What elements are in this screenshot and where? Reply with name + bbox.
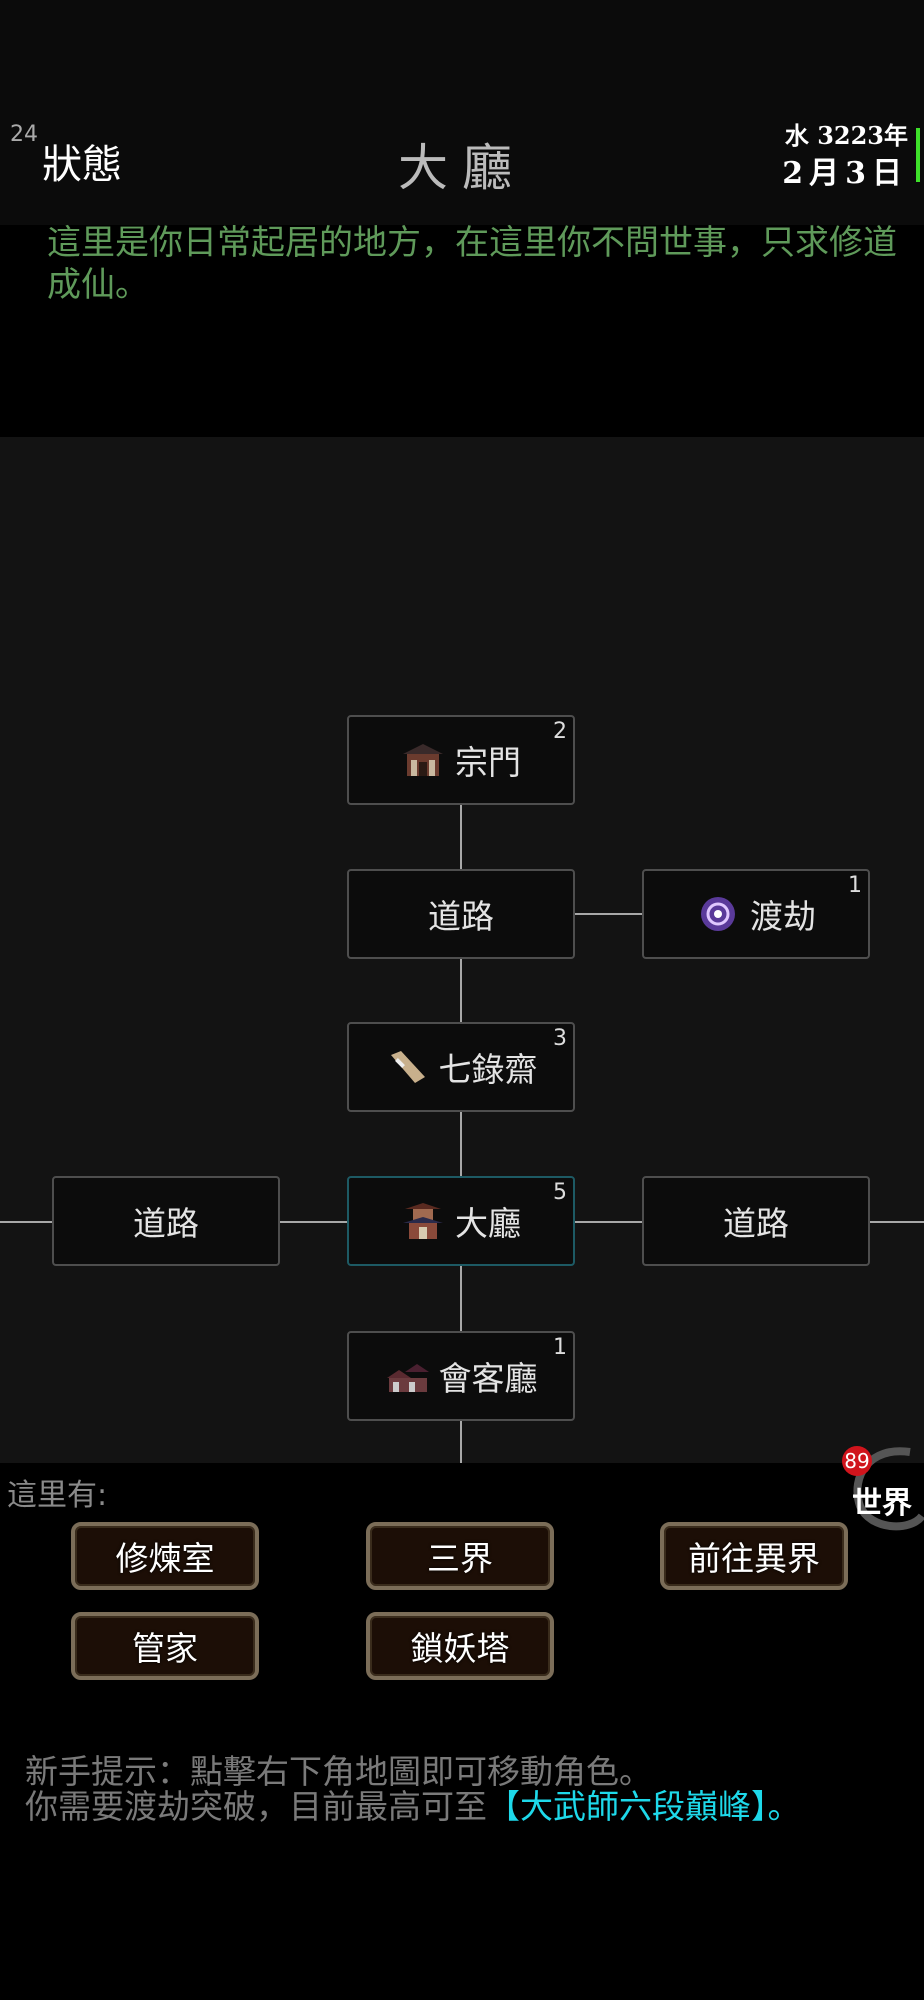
map-area[interactable]: 宗門 2 道路 渡劫 1 七錄齋 3 道路 大廳 5 道路 會客廳 1 (0, 437, 924, 1463)
other-world-button[interactable]: 前往異界 (660, 1522, 848, 1590)
map-node-road-north[interactable]: 道路 (347, 869, 575, 959)
node-count: 1 (553, 1335, 567, 1360)
cultivation-room-button[interactable]: 修煉室 (71, 1522, 259, 1590)
node-label: 渡劫 (750, 897, 816, 936)
node-count: 5 (553, 1180, 567, 1205)
node-count: 1 (848, 873, 862, 898)
location-description: 這里是你日常起居的地方，在這里你不問世事，只求修道成仙。 (47, 223, 897, 305)
connector-line (460, 804, 462, 869)
node-label: 大廳 (455, 1204, 521, 1243)
connector-line (0, 1221, 52, 1223)
level-number: 24 (10, 122, 38, 147)
node-label: 道路 (133, 1204, 199, 1243)
date-year: 水 3223年 (784, 121, 908, 150)
hall-building-icon (403, 1203, 443, 1239)
node-label: 道路 (723, 1204, 789, 1243)
connector-line (460, 1112, 462, 1176)
connector-line (460, 1421, 462, 1463)
connector-line (460, 959, 462, 1022)
status-button[interactable]: 狀態 (42, 142, 122, 188)
tip-suffix: 。 (767, 1787, 801, 1826)
map-node-sect[interactable]: 宗門 2 (347, 715, 575, 805)
world-chat-icon[interactable] (850, 1446, 924, 1532)
page-title: 大廳 (398, 139, 526, 197)
top-bar (0, 0, 924, 225)
steward-button[interactable]: 管家 (71, 1612, 259, 1680)
three-realms-button[interactable]: 三界 (366, 1522, 554, 1590)
map-node-reception[interactable]: 會客廳 1 (347, 1331, 575, 1421)
map-node-tribulation[interactable]: 渡劫 1 (642, 869, 870, 959)
map-node-hall-current[interactable]: 大廳 5 (347, 1176, 575, 1266)
map-node-road-east[interactable]: 道路 (642, 1176, 870, 1266)
node-label: 七錄齋 (438, 1050, 538, 1089)
connector-line (574, 913, 642, 915)
status-bar-indicator (916, 128, 920, 182)
connector-line (460, 1266, 462, 1331)
sect-gate-icon (403, 744, 443, 776)
map-node-library[interactable]: 七錄齋 3 (347, 1022, 575, 1112)
max-realm-highlight: 【大武師六段巔峰】 (487, 1787, 768, 1826)
reception-hall-icon (386, 1364, 429, 1392)
node-label: 道路 (428, 897, 494, 936)
scroll-icon (390, 1051, 425, 1083)
world-chat-badge: 89 (842, 1446, 872, 1476)
tip-text: 你需要渡劫突破，目前最高可至 (25, 1787, 487, 1826)
tip-line-1: 新手提示：點擊右下角地圖即可移動角色。 (25, 1752, 652, 1791)
connector-line (574, 1221, 642, 1223)
node-count: 2 (553, 719, 567, 744)
date-day: 2月3日 (782, 156, 908, 191)
world-chat-label[interactable]: 世界 (852, 1486, 912, 1521)
here-label: 這里有: (7, 1478, 108, 1513)
tribulation-orb-icon (701, 897, 735, 931)
demon-tower-button[interactable]: 鎖妖塔 (366, 1612, 554, 1680)
map-node-road-west[interactable]: 道路 (52, 1176, 280, 1266)
tip-line-2: 你需要渡劫突破，目前最高可至【大武師六段巔峰】。 (25, 1780, 801, 1828)
connector-line (280, 1221, 347, 1223)
node-count: 3 (553, 1026, 567, 1051)
connector-line (869, 1221, 924, 1223)
node-label: 會客廳 (438, 1359, 538, 1398)
node-label: 宗門 (455, 743, 521, 782)
